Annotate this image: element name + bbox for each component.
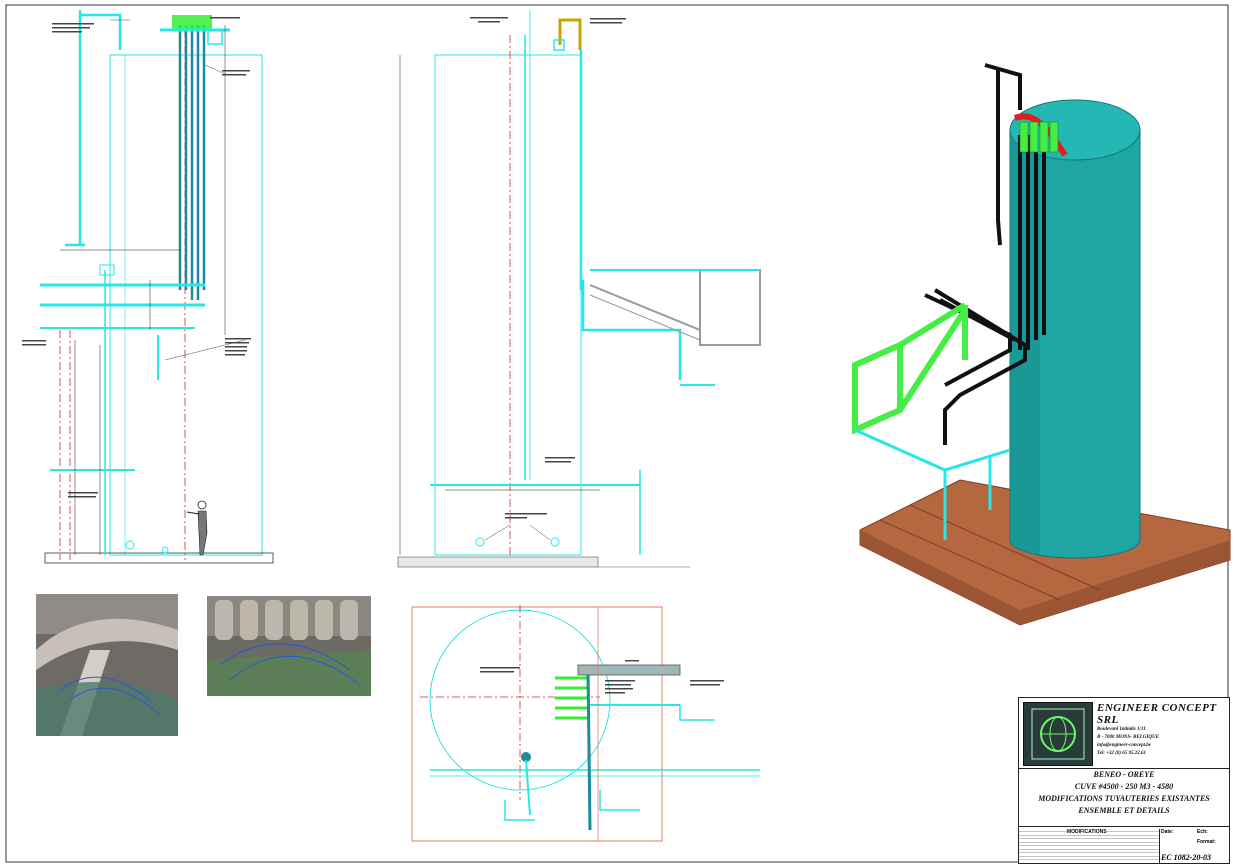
- sheet-border: [5, 4, 1229, 863]
- company-name: ENGINEER CONCEPT SRL: [1097, 702, 1217, 726]
- center-elevation-view: [397, 10, 761, 568]
- project-subject: MODIFICATIONS TUYAUTERIES EXISTANTES: [1038, 794, 1210, 803]
- company-logo: [1023, 702, 1093, 766]
- project-client: BENEO - OREYE: [1093, 770, 1155, 779]
- company-info: ENGINEER CONCEPT SRL Boulevard Initialis…: [1097, 702, 1225, 758]
- drawing-reference: EC 1082-20-03: [1161, 853, 1211, 862]
- company-address-2: B - 7000 MONS- BELGIQUE: [1097, 735, 1159, 740]
- company-email: info@engineer-concept.be: [1097, 743, 1152, 748]
- scale-label: Ech:: [1197, 829, 1208, 835]
- date-label: Date:: [1161, 829, 1174, 835]
- company-address-1: Boulevard Initialis 1/11: [1097, 727, 1146, 732]
- modifications-table: MODIFICATIONS: [1019, 829, 1160, 863]
- site-photo-1: [36, 594, 178, 736]
- site-photo-2: [207, 596, 371, 696]
- revision-grid: MODIFICATIONS Date: Ech: Format: EC 1082…: [1019, 826, 1229, 864]
- company-phone: Tel: +32 (0) 65 95.22.61: [1097, 751, 1147, 756]
- plan-view: [411, 605, 760, 842]
- project-info: BENEO - OREYE CUVE #4500 - 250 M3 - 4580…: [1019, 768, 1229, 817]
- modifications-label: MODIFICATIONS: [1067, 829, 1107, 835]
- title-block: ENGINEER CONCEPT SRL Boulevard Initialis…: [1018, 697, 1230, 864]
- project-detail: ENSEMBLE ET DETAILS: [1078, 806, 1170, 815]
- isometric-view: [852, 63, 1231, 626]
- format-label: Format:: [1197, 839, 1216, 845]
- left-elevation-view: [22, 10, 274, 564]
- project-tank: CUVE #4500 - 250 M3 - 4580: [1074, 782, 1174, 791]
